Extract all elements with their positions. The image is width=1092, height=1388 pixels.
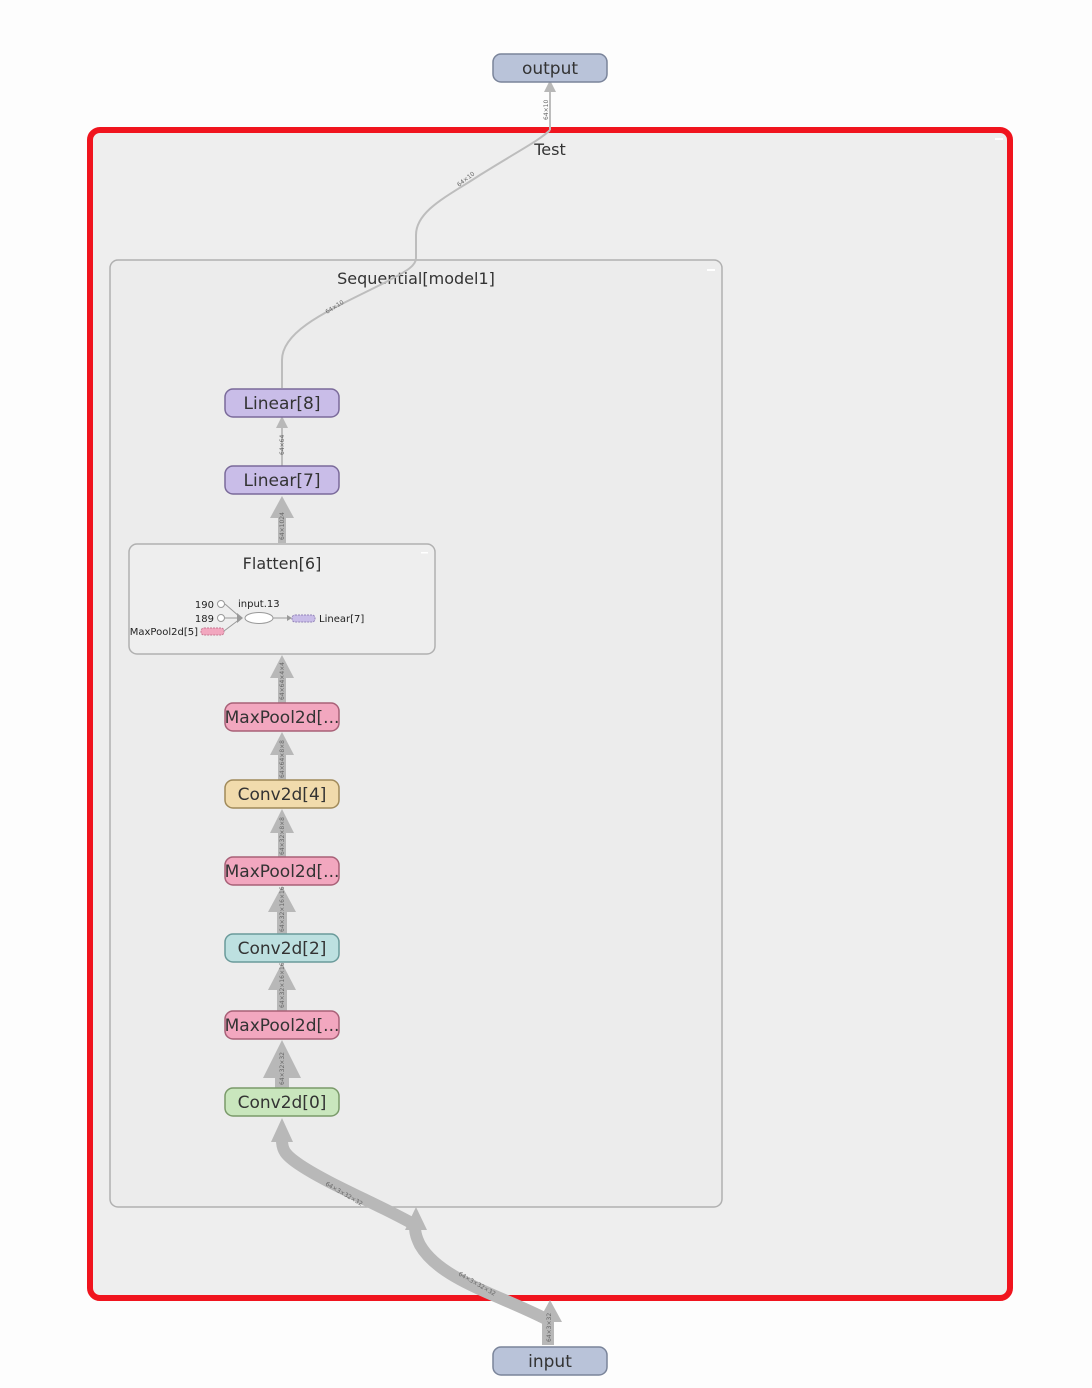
thick-edges — [263, 496, 301, 1088]
op-node-label-6: MaxPool2d[... — [225, 1016, 340, 1036]
from-maxpool-label: MaxPool2d[5] — [130, 627, 198, 638]
edge-label-8: 64×32×8×8 — [279, 817, 286, 855]
const-190-node[interactable] — [217, 600, 225, 608]
node-layer: Linear[8] Linear[7] MaxPool2d[... Conv2d[4]… — [224, 388, 340, 1117]
test-input-arrowhead — [538, 1300, 562, 1322]
sequential-collapse-button[interactable] — [707, 269, 715, 271]
sequential-scope-box[interactable] — [109, 259, 723, 1208]
const-189-label: 189 — [195, 614, 214, 625]
op-node-2[interactable] — [224, 702, 340, 732]
op-node-3[interactable] — [224, 779, 340, 809]
edge-label-4: 64×64 — [279, 435, 286, 455]
op-node-0[interactable] — [224, 388, 340, 418]
op-node-5[interactable] — [224, 933, 340, 963]
op-node-7[interactable] — [224, 1087, 340, 1117]
sequential-input-arrowhead — [405, 1207, 427, 1230]
op-node-label-0: Linear[8] — [244, 394, 321, 414]
from-maxpool-stub[interactable] — [200, 627, 225, 636]
edge-label-11: 64×32×32 — [279, 1052, 286, 1085]
edge-label-10: 64×32×16×16 — [279, 962, 286, 1008]
op-node-1[interactable] — [224, 465, 340, 495]
edge-label-14: 64×3×32 — [546, 1313, 553, 1342]
test-scope-label: Test — [533, 140, 566, 159]
op-node-6[interactable] — [224, 1010, 340, 1040]
to-linear7-label: Linear[7] — [319, 614, 364, 625]
input-13-label: input.13 — [238, 599, 280, 610]
to-linear7-stub[interactable] — [291, 614, 316, 623]
input-node[interactable] — [492, 1346, 608, 1376]
input-node-label: input — [528, 1352, 572, 1372]
flatten-scope-box[interactable] — [128, 543, 436, 655]
op-node-label-2: MaxPool2d[... — [225, 708, 340, 728]
edge-label-9: 64×32×16×16 — [279, 886, 286, 932]
flatten-scope-label: Flatten[6] — [243, 554, 322, 573]
output-node-label: output — [522, 59, 578, 79]
edge-label-3: 64×10 — [543, 100, 550, 120]
op-node-label-5: Conv2d[2] — [238, 939, 327, 959]
edge-label-5: 64×1024 — [279, 512, 286, 540]
op-node-label-4: MaxPool2d[... — [225, 862, 340, 882]
op-node-label-7: Conv2d[0] — [238, 1093, 327, 1113]
sequential-scope-label: Sequential[model1] — [337, 269, 495, 288]
conv0-input-arrowhead — [271, 1118, 293, 1142]
flatten-detail: 190 189 MaxPool2d[5] input.13 Linear[7] — [130, 599, 365, 638]
const-190-label: 190 — [195, 600, 214, 611]
output-node[interactable] — [492, 53, 608, 83]
flatten-collapse-button[interactable] — [421, 552, 428, 554]
op-node-label-3: Conv2d[4] — [238, 785, 327, 805]
edge-label-7: 64×64×8×8 — [279, 740, 286, 778]
edge-linear8-to-sequential-out — [281, 257, 417, 388]
view-op-node[interactable] — [244, 612, 274, 624]
op-node-label-1: Linear[7] — [244, 471, 321, 491]
edge-label-6: 64×64×4×4 — [279, 662, 286, 700]
op-node-4[interactable] — [224, 856, 340, 886]
test-collapse-button[interactable] — [995, 138, 1003, 140]
edge-sequential-to-test-out — [415, 129, 551, 258]
const-189-node[interactable] — [217, 614, 225, 622]
